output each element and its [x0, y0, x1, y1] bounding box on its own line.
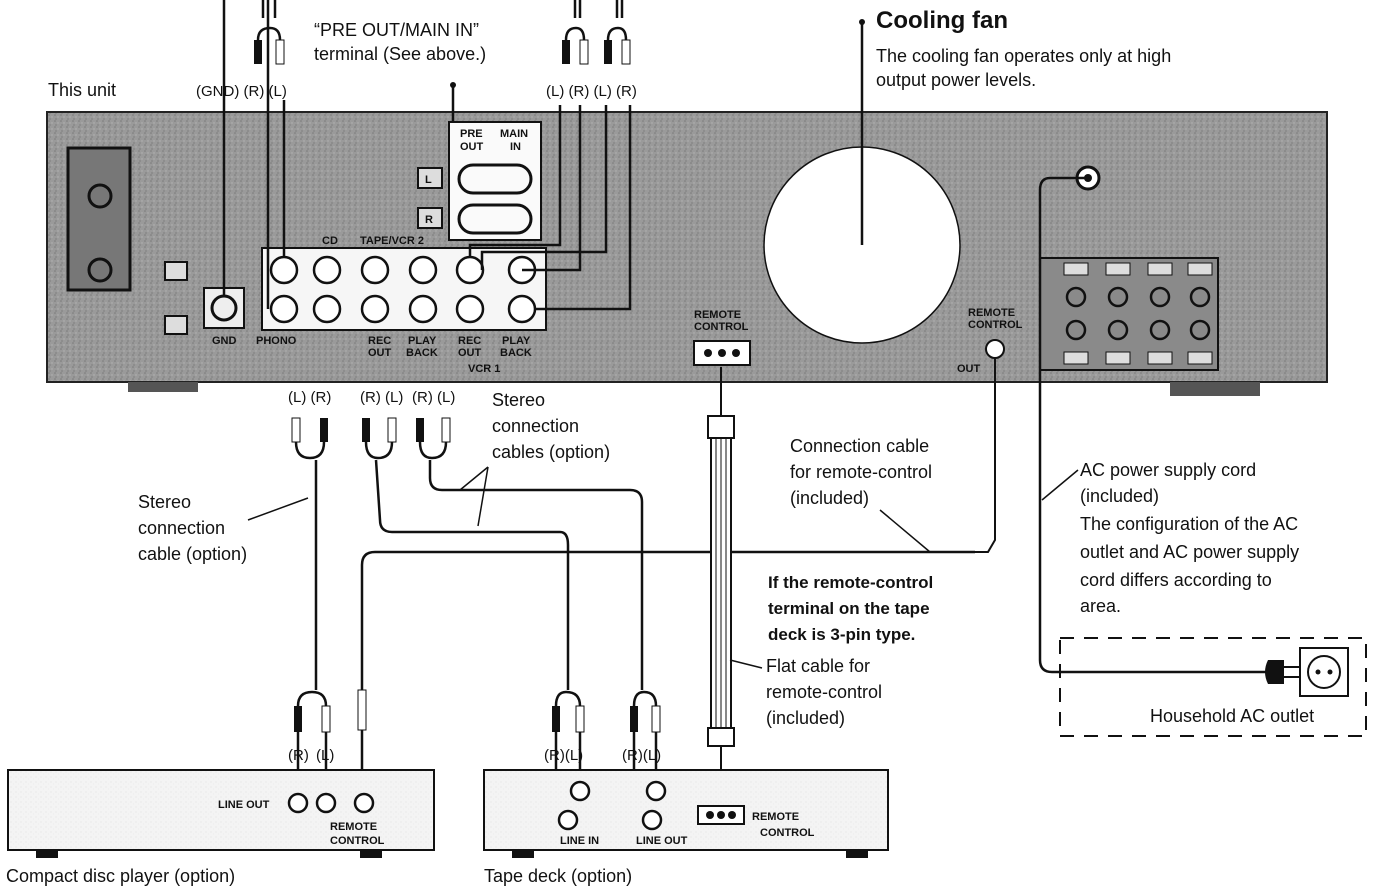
- ac-cord-line-3: The configuration of the AC: [1080, 514, 1298, 534]
- remote-cable-line-3: (included): [790, 488, 869, 508]
- stereo-cable-line-3: cable (option): [138, 544, 247, 564]
- pre-main-jumper-l: [457, 163, 533, 195]
- cooling-fan-desc-2: output power levels.: [876, 70, 1036, 90]
- svg-text:OUT: OUT: [460, 141, 484, 153]
- household-ac-outlet: Household AC outlet: [1059, 637, 1367, 737]
- speaker-terminal-grid: [1039, 257, 1219, 371]
- household-outlet-label: Household AC outlet: [1150, 706, 1314, 726]
- input-jack-block: CD TAPE/VCR 2 PHONO REC OUT PLAY BACK RE…: [256, 235, 547, 375]
- remote-cable-line-2: for remote-control: [790, 462, 932, 482]
- tape-vcr2-label: TAPE/VCR 2: [360, 235, 424, 247]
- tape-line-out-label: LINE OUT: [636, 835, 688, 847]
- compact-disc-player: LINE OUT REMOTE CONTROL: [7, 769, 435, 858]
- svg-text:PLAY: PLAY: [502, 335, 531, 347]
- flat-cable-line-1: Flat cable for: [766, 656, 870, 676]
- svg-text:OUT: OUT: [368, 347, 392, 359]
- preout-title: “PRE OUT/MAIN IN”: [314, 20, 479, 40]
- ch-l-marker: L: [425, 174, 432, 186]
- svg-text:PLAY: PLAY: [408, 335, 437, 347]
- rca-plugs: [254, 39, 661, 733]
- svg-text:OUT: OUT: [458, 347, 482, 359]
- cd-l-label: (L): [316, 747, 334, 764]
- flat-ribbon-cable: [707, 367, 735, 804]
- labels: “PRE OUT/MAIN IN” terminal (See above.) …: [6, 7, 1299, 886]
- svg-text:REMOTE: REMOTE: [694, 309, 741, 321]
- tape-remote-label: REMOTE: [752, 811, 799, 823]
- cd-remote-label: REMOTE: [330, 821, 377, 833]
- svg-text:REC: REC: [368, 335, 391, 347]
- svg-text:CONTROL: CONTROL: [968, 319, 1023, 331]
- cooling-fan-desc-1: The cooling fan operates only at high: [876, 46, 1171, 66]
- cd-r-label: (R): [288, 747, 309, 764]
- cd-control-label: CONTROL: [330, 835, 385, 847]
- tape-deck: LINE IN LINE OUT REMOTE CONTROL: [483, 769, 889, 858]
- tape-control-label: CONTROL: [760, 827, 815, 839]
- svg-text:CONTROL: CONTROL: [694, 321, 749, 333]
- three-pin-line-1: If the remote-control: [768, 573, 933, 592]
- ac-cord-line-5: cord differs according to: [1080, 570, 1272, 590]
- wires: [222, 0, 1270, 690]
- phono-label: PHONO: [256, 335, 297, 347]
- flat-cable-line-2: remote-control: [766, 682, 882, 702]
- tape-rl-label-1: (R) (L): [360, 389, 403, 406]
- svg-text:REMOTE: REMOTE: [968, 307, 1015, 319]
- three-pin-line-3: deck is 3-pin type.: [768, 625, 915, 644]
- stereo-cables-line-1: Stereo: [492, 390, 545, 410]
- svg-text:MAIN: MAIN: [500, 128, 528, 140]
- preout-mainin-block: PRE OUT MAIN IN L R: [417, 121, 542, 241]
- l-r-l-r-label: (L) (R) (L) (R): [546, 83, 637, 100]
- remote-control-3pin-panel: REMOTE CONTROL: [693, 309, 751, 366]
- svg-text:BACK: BACK: [406, 347, 438, 359]
- svg-text:REC: REC: [458, 335, 481, 347]
- remote-control-out-jack: REMOTE CONTROL OUT: [957, 307, 1023, 375]
- svg-text:PRE: PRE: [460, 128, 483, 140]
- cd-lr-label: (L) (R): [288, 389, 331, 406]
- main-unit-rear-panel: [46, 111, 1328, 396]
- three-pin-line-2: terminal on the tape: [768, 599, 930, 618]
- ac-cord-line-1: AC power supply cord: [1080, 460, 1256, 480]
- flat-cable-line-3: (included): [766, 708, 845, 728]
- pre-main-jumper-r: [457, 203, 533, 235]
- remote-cable-line-1: Connection cable: [790, 436, 929, 456]
- svg-text:BACK: BACK: [500, 347, 532, 359]
- vcr1-label: VCR 1: [468, 363, 500, 375]
- ac-cord-line-4: outlet and AC power supply: [1080, 542, 1299, 562]
- gnd-r-l-label: (GND) (R) (L): [196, 83, 287, 100]
- ac-cord-line-2: (included): [1080, 486, 1159, 506]
- remote-mini-plug: [975, 358, 996, 553]
- tape-rl-a-label: (R)(L): [544, 747, 583, 764]
- out-label: OUT: [957, 363, 981, 375]
- this-unit-label: This unit: [48, 80, 116, 100]
- tape-deck-name: Tape deck (option): [484, 866, 632, 886]
- cd-line-out-label: LINE OUT: [218, 799, 270, 811]
- cd-player-name: Compact disc player (option): [6, 866, 235, 886]
- ch-r-marker: R: [425, 214, 433, 226]
- preout-subtitle: terminal (See above.): [314, 44, 486, 64]
- tape-rl-b-label: (R)(L): [622, 747, 661, 764]
- cooling-fan-title: Cooling fan: [876, 7, 1008, 34]
- stereo-cable-line-1: Stereo: [138, 492, 191, 512]
- svg-text:IN: IN: [510, 141, 521, 153]
- gnd-label: GND: [212, 335, 237, 347]
- stereo-cable-line-2: connection: [138, 518, 225, 538]
- tape-rl-label-2: (R) (L): [412, 389, 455, 406]
- ac-cord-line-6: area.: [1080, 596, 1121, 616]
- stereo-cables-line-2: connection: [492, 416, 579, 436]
- stereo-cables-line-3: cables (option): [492, 442, 610, 462]
- tape-line-in-label: LINE IN: [560, 835, 599, 847]
- cd-label: CD: [322, 235, 338, 247]
